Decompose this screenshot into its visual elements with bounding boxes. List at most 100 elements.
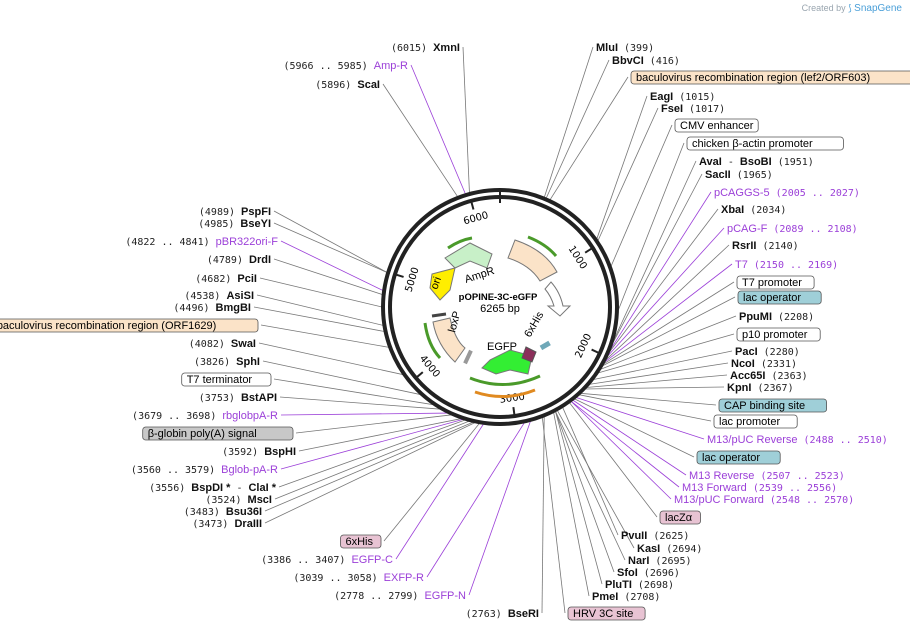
ori-arrow[interactable] [429, 267, 456, 301]
map-label-primer[interactable]: M13 Forward (2539 .. 2556) [682, 482, 837, 494]
map-label-feature[interactable]: baculovirus recombination region (lef2/O… [630, 70, 910, 85]
map-label-enzyme[interactable]: (4985) BseYI [198, 218, 271, 230]
label-text: (3524) MscI [205, 494, 272, 506]
map-label-feature[interactable]: β-globin poly(A) signal [142, 426, 294, 441]
map-label-primer[interactable]: pCAG-F (2089 .. 2108) [727, 223, 858, 235]
label-text: PluTI (2698) [605, 579, 674, 591]
map-label-primer[interactable]: pCAGGS-5 (2005 .. 2027) [714, 187, 860, 199]
his-tag-block[interactable] [521, 346, 537, 363]
map-label-feature[interactable]: p10 promoter [736, 327, 821, 342]
map-label-enzyme[interactable]: SfoI (2696) [617, 567, 680, 579]
map-label-enzyme[interactable]: MluI (399) [596, 42, 654, 54]
map-label-primer[interactable]: (3560 .. 3579) Bglob-pA-R [131, 464, 278, 476]
label-text: MluI (399) [596, 42, 654, 54]
map-label-feature[interactable]: CAP binding site [718, 398, 827, 413]
baculo-region-upper-arc[interactable] [507, 239, 558, 282]
map-label-enzyme[interactable]: PpuMI (2208) [739, 311, 814, 323]
tick-mark [584, 246, 594, 254]
map-label-primer[interactable]: T7 (2150 .. 2169) [735, 259, 838, 271]
map-label-enzyme[interactable]: (4789) DrdI [207, 254, 271, 266]
map-label-enzyme[interactable]: FseI (1017) [661, 103, 725, 115]
map-label-primer[interactable]: (5966 .. 5985) Amp-R [283, 60, 408, 72]
leader-line [264, 421, 474, 512]
map-label-feature[interactable]: lac operator [696, 450, 781, 465]
feature-label-box [0, 318, 259, 333]
map-label-primer[interactable]: (3039 .. 3058) EXFP-R [293, 572, 424, 584]
map-label-primer[interactable]: M13/pUC Forward (2548 .. 2570) [674, 494, 854, 506]
map-label-enzyme[interactable]: RsrII (2140) [732, 240, 799, 252]
leader-line [395, 423, 484, 560]
map-label-enzyme[interactable]: (3524) MscI [205, 494, 272, 506]
map-label-enzyme[interactable]: PvuII (2625) [621, 530, 689, 542]
leader-line [609, 191, 712, 352]
map-label-feature[interactable]: baculovirus recombination region (ORF162… [0, 318, 259, 333]
map-label-enzyme[interactable]: KasI (2694) [637, 543, 702, 555]
map-label-primer[interactable]: (4822 .. 4841) pBR322ori-F [125, 236, 278, 248]
map-label-enzyme[interactable]: AvaI - BsoBI (1951) [699, 156, 814, 168]
map-label-enzyme[interactable]: NarI (2695) [628, 555, 692, 567]
map-label-feature[interactable]: HRV 3C site [567, 606, 646, 621]
map-label-feature[interactable]: lac operator [737, 290, 822, 305]
map-label-primer[interactable]: (3679 .. 3698) rbglobpA-R [132, 410, 278, 422]
leader-line [575, 397, 705, 440]
leader-line [541, 416, 545, 614]
map-label-enzyme[interactable]: PacI (2280) [735, 346, 800, 358]
egfp-arrow[interactable] [481, 349, 533, 375]
map-label-primer[interactable]: (3386 .. 3407) EGFP-C [261, 554, 393, 566]
map-label-primer[interactable]: M13 Reverse (2507 .. 2523) [689, 470, 845, 482]
map-label-enzyme[interactable]: (3473) DraIII [192, 518, 262, 530]
label-text: XbaI (2034) [721, 204, 786, 216]
map-label-feature[interactable]: CMV enhancer [674, 118, 759, 133]
baculo-region-lower-arc[interactable] [432, 317, 466, 363]
map-label-primer[interactable]: (2778 .. 2799) EGFP-N [334, 590, 466, 602]
map-label-enzyme[interactable]: (3753) BstAPI [199, 392, 277, 404]
map-label-enzyme[interactable]: BbvCI (416) [612, 55, 680, 67]
label-text: (4985) BseYI [198, 218, 271, 230]
map-label-enzyme[interactable]: XbaI (2034) [721, 204, 786, 216]
map-label-enzyme[interactable]: NcoI (2331) [731, 358, 797, 370]
map-label-enzyme[interactable]: (3556) BspDI * - ClaI * [149, 482, 277, 494]
map-label-enzyme[interactable]: (4082) SwaI [189, 338, 256, 350]
feature-arcs [423, 235, 572, 398]
map-label-enzyme[interactable]: Acc65I (2363) [730, 370, 808, 382]
cmv-enhancer-arc[interactable] [544, 281, 572, 317]
map-label-enzyme[interactable]: (5896) ScaI [315, 79, 380, 91]
feature-label-box [659, 510, 701, 525]
map-label-enzyme[interactable]: (4989) PspFI [199, 206, 271, 218]
map-label-feature[interactable]: T7 promoter [736, 275, 815, 290]
map-label-enzyme[interactable]: (4496) BmgBI [173, 302, 251, 314]
map-label-feature[interactable]: chicken β-actin promoter [686, 136, 844, 151]
map-label-enzyme[interactable]: (3483) Bsu36I [184, 506, 262, 518]
label-text: (3386 .. 3407) EGFP-C [261, 554, 393, 566]
map-label-enzyme[interactable]: (2763) BseRI [466, 608, 539, 620]
map-label-feature[interactable]: lacZα [659, 510, 701, 525]
label-text: (3556) BspDI * - ClaI * [149, 482, 277, 494]
leader-line [256, 294, 384, 326]
map-label-enzyme[interactable]: (4538) AsiSI [184, 290, 254, 302]
feature-label-box [674, 118, 759, 133]
label-text: pCAG-F (2089 .. 2108) [727, 223, 858, 235]
map-label-enzyme[interactable]: (3592) BspHI [222, 446, 296, 458]
map-label-feature[interactable]: T7 terminator [181, 372, 272, 387]
map-label-enzyme[interactable]: PmeI (2708) [592, 591, 660, 603]
label-text: (2763) BseRI [466, 608, 539, 620]
map-label-enzyme[interactable]: KpnI (2367) [727, 382, 794, 394]
grey-block-1[interactable] [463, 349, 473, 365]
leader-line [280, 240, 384, 291]
leader-line [578, 394, 712, 422]
map-label-enzyme[interactable]: SacII (1965) [705, 169, 773, 181]
map-label-enzyme[interactable]: (3826) SphI [194, 356, 260, 368]
map-label-feature[interactable]: lac promoter [713, 414, 798, 429]
map-label-enzyme[interactable]: PluTI (2698) [605, 579, 674, 591]
leader-line [610, 124, 673, 267]
feature-label-text: baculovirus recombination region (ORF162… [0, 320, 216, 332]
map-label-feature[interactable]: 6xHis [340, 534, 382, 549]
credit-prefix: Created by [801, 3, 846, 13]
grey-block-2[interactable] [539, 340, 551, 351]
map-label-enzyme[interactable]: (4682) PciI [195, 273, 257, 285]
map-label-enzyme[interactable]: EagI (1015) [650, 91, 715, 103]
map-label-enzyme[interactable]: (6015) XmnI [391, 42, 460, 54]
map-label-primer[interactable]: M13/pUC Reverse (2488 .. 2510) [707, 434, 888, 446]
leader-line [604, 244, 730, 361]
feature-label-box [713, 414, 798, 429]
